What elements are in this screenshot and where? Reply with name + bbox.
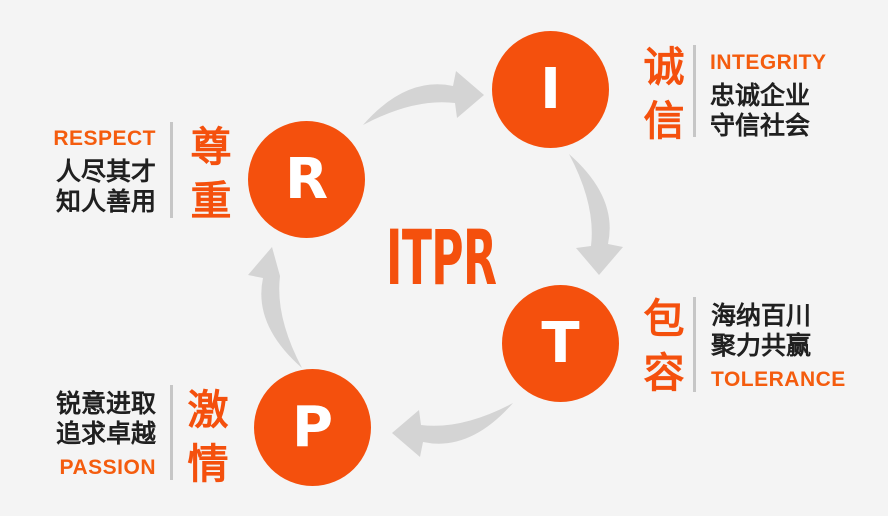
circle-passion: P <box>254 369 371 486</box>
desc-line1-respect: 人尽其才 <box>55 158 156 186</box>
circle-respect: R <box>248 121 365 238</box>
desc-line2-respect: 知人善用 <box>55 188 156 216</box>
label-english-passion: PASSION <box>59 456 156 479</box>
label-english-integrity: INTEGRITY <box>710 51 827 74</box>
keyword-cn-tolerance: 包容 <box>636 297 684 405</box>
circle-letter-p: P <box>291 394 334 460</box>
divider-integrity <box>693 45 696 137</box>
arrow-i-to-t-icon <box>566 151 632 277</box>
divider-tolerance <box>693 297 696 392</box>
textblock-integrity: INTEGRITY 忠诚企业 守信社会 <box>710 50 827 141</box>
label-english-respect: RESPECT <box>53 127 156 150</box>
arrow-r-to-i-icon <box>360 62 486 128</box>
desc-line2-tolerance: 聚力共赢 <box>711 332 812 360</box>
circle-letter-i: I <box>540 56 561 122</box>
keyword-cn-passion: 激情 <box>180 388 228 496</box>
circle-letter-r: R <box>284 146 329 212</box>
divider-respect <box>170 122 173 218</box>
circle-tolerance: T <box>502 285 619 402</box>
textblock-respect: RESPECT 人尽其才 知人善用 <box>36 126 156 217</box>
textblock-passion: 锐意进取 追求卓越 PASSION <box>36 389 156 480</box>
desc-line1-tolerance: 海纳百川 <box>711 302 812 330</box>
circle-integrity: I <box>492 31 609 148</box>
label-english-tolerance: TOLERANCE <box>711 368 846 391</box>
desc-line2-passion: 追求卓越 <box>55 420 156 448</box>
arrow-t-to-p-icon <box>390 400 516 466</box>
keyword-cn-integrity: 诚信 <box>636 45 684 153</box>
desc-line2-integrity: 守信社会 <box>710 112 811 140</box>
divider-passion <box>170 385 173 480</box>
arrow-p-to-r-icon <box>239 245 305 371</box>
circle-letter-t: T <box>541 310 580 376</box>
desc-line1-passion: 锐意进取 <box>55 390 156 418</box>
desc-line1-integrity: 忠诚企业 <box>710 82 811 110</box>
textblock-tolerance: 海纳百川 聚力共赢 TOLERANCE <box>711 301 846 392</box>
keyword-cn-respect: 尊重 <box>183 125 231 233</box>
diagram-title: ITPR <box>386 213 497 302</box>
